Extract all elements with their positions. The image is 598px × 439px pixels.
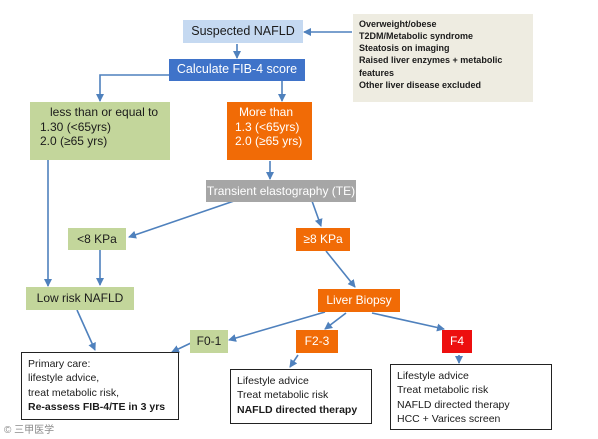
f4-actions-box: Lifestyle advice Treat metabolic risk NA… [390, 364, 552, 430]
arrow-f01-to-primarycare [171, 341, 194, 353]
arrow-te-to-lowkpa [128, 200, 235, 239]
f2-3-label: F2-3 [304, 334, 330, 349]
f4-action-item: Lifestyle advice [397, 370, 469, 382]
f4-action-item: NAFLD directed therapy [397, 398, 510, 411]
low-threshold-over65: 2.0 (≥65 yrs) [40, 134, 108, 149]
f2-3-action-item: Lifestyle advice [237, 375, 309, 387]
calculate-fib4-label: Calculate FIB-4 score [176, 62, 298, 77]
arrow-highkpa-to-biopsy [325, 250, 356, 288]
risk-factor-item: features [359, 67, 395, 78]
transient-elastography-label: Transient elastography (TE) [206, 183, 356, 198]
risk-factor-item: Steatosis on imaging [359, 43, 450, 54]
primary-care-heading: Primary care: [28, 358, 91, 370]
low-risk-nafld-box: Low risk NAFLD [26, 287, 134, 310]
primary-care-reassess: Re-assess FIB-4/TE in 3 yrs [28, 401, 166, 414]
te-low-label: <8 KPa [77, 231, 117, 246]
f2-3-box: F2-3 [296, 330, 338, 353]
primary-care-item: treat metabolic risk, [28, 386, 120, 399]
low-threshold-under65: 1.30 (<65yrs) [40, 119, 112, 134]
te-low-box: <8 KPa [68, 228, 126, 250]
suspected-nafld-box: Suspected NAFLD [183, 20, 303, 43]
calculate-fib4-box: Calculate FIB-4 score [169, 59, 305, 81]
watermark: © 三甲医学 [4, 425, 55, 436]
liver-biopsy-box: Liver Biopsy [318, 289, 400, 312]
primary-care-box: Primary care: lifestyle advice, treat me… [21, 352, 179, 420]
arrow-f23-to-actions [289, 354, 299, 368]
high-threshold-under65: 1.3 (<65yrs) [235, 119, 300, 134]
arrow-biopsy-to-f4 [371, 312, 445, 332]
suspected-nafld-label: Suspected NAFLD [191, 23, 295, 38]
high-threshold-heading: More than [239, 105, 294, 119]
risk-factor-item: Overweight/obese [359, 19, 437, 29]
low-risk-nafld-label: Low risk NAFLD [36, 291, 124, 306]
primary-care-item: lifestyle advice, [28, 372, 100, 385]
te-high-label: ≥8 KPa [303, 232, 343, 247]
arrow-fib4-to-low [96, 74, 190, 102]
low-threshold-heading: less than or equal to [50, 105, 159, 119]
risk-factor-item: Raised liver enzymes + metabolic [359, 55, 503, 66]
high-threshold-over65: 2.0 (≥65 yrs) [235, 134, 303, 149]
f0-1-label: F0-1 [196, 334, 222, 349]
risk-factor-item: Other liver disease excluded [359, 79, 482, 90]
transient-elastography-box: Transient elastography (TE) [206, 180, 356, 202]
f4-action-item: Treat metabolic risk [397, 384, 489, 397]
f2-3-actions-box: Lifestyle advice Treat metabolic risk NA… [230, 369, 372, 424]
f2-3-action-item: Treat metabolic risk [237, 389, 329, 402]
arrow-te-to-highkpa [311, 200, 323, 227]
risk-factors-box: Overweight/obese T2DM/Metabolic syndrome… [353, 14, 533, 102]
high-threshold-box: More than 1.3 (<65yrs) 2.0 (≥65 yrs) [227, 102, 312, 160]
low-threshold-box: less than or equal to 1.30 (<65yrs) 2.0 … [30, 102, 170, 160]
f2-3-action-item: NAFLD directed therapy [237, 403, 358, 416]
f4-label: F4 [449, 334, 464, 349]
f0-1-box: F0-1 [190, 330, 228, 353]
liver-biopsy-label: Liver Biopsy [326, 293, 392, 308]
f4-action-item: HCC + Varices screen [397, 413, 501, 426]
arrow-lowrisk-to-primarycare [76, 309, 96, 351]
te-high-box: ≥8 KPa [296, 228, 350, 251]
f4-box: F4 [442, 330, 472, 353]
arrow-biopsy-to-f01 [228, 311, 326, 342]
risk-factor-item: T2DM/Metabolic syndrome [359, 31, 474, 42]
arrow-biopsy-to-f23 [324, 312, 347, 330]
